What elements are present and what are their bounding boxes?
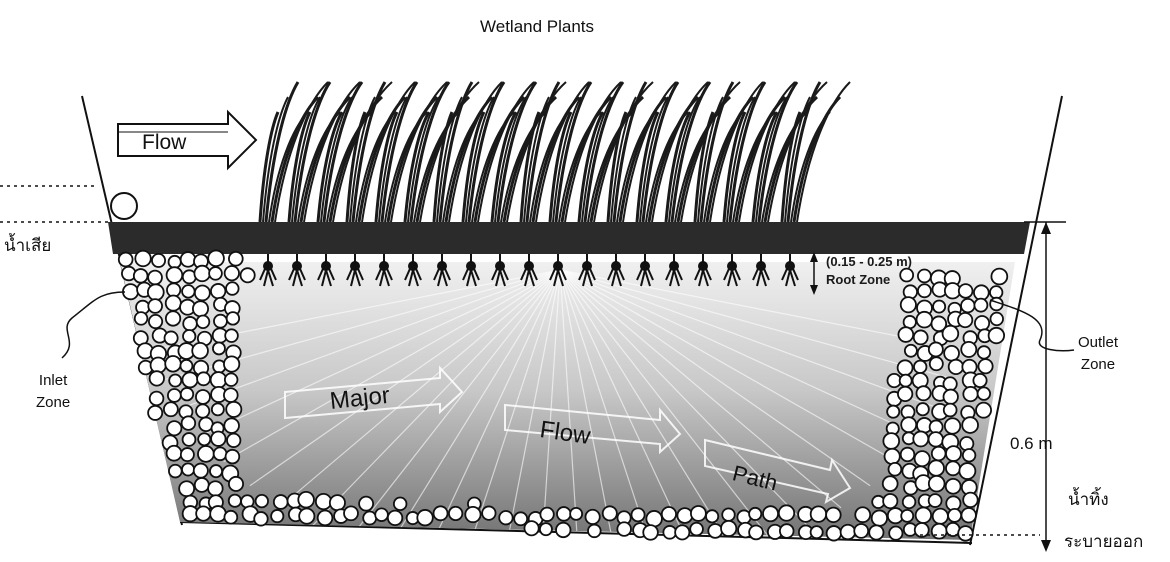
wetland-plants [260, 82, 850, 222]
inlet-zone-line2: Zone [36, 392, 70, 414]
wastewater-in-label: น้ำเสีย [4, 232, 51, 259]
diagram-title: Wetland Plants [480, 17, 594, 37]
flow-arrow-icon [118, 112, 256, 168]
inlet-leader [62, 292, 125, 358]
outlet-zone-line1: Outlet [1078, 332, 1118, 354]
drain-out-label: ระบายออก [1064, 528, 1143, 555]
soil-layer [108, 222, 1030, 254]
root-zone-label: Root Zone [826, 272, 890, 287]
flow-label: Flow [142, 131, 186, 155]
outlet-zone-label: Outlet Zone [1078, 332, 1118, 376]
depth-label: 0.6 m [1010, 434, 1053, 454]
root-range-label: (0.15 - 0.25 m) [826, 254, 912, 269]
outlet-zone-line2: Zone [1078, 354, 1118, 376]
inlet-zone-label: Inlet Zone [36, 370, 70, 414]
treated-out-label: น้ำทิ้ง [1068, 486, 1109, 513]
water-level-float-icon [111, 193, 137, 219]
inlet-zone-line1: Inlet [36, 370, 70, 392]
